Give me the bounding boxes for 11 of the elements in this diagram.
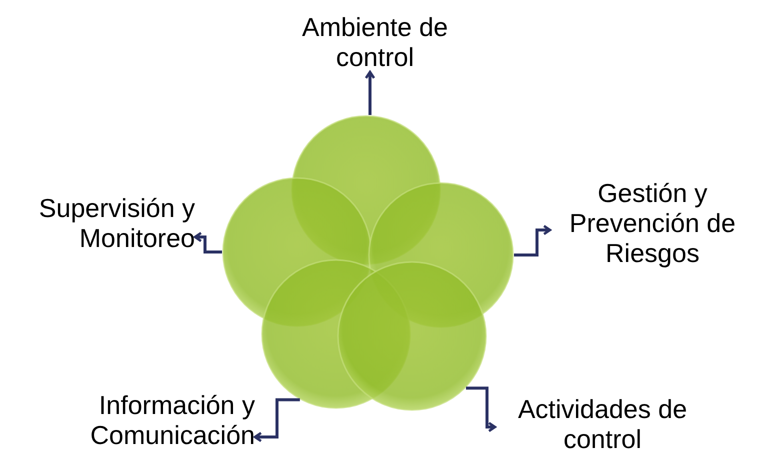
elbow-arrow	[254, 398, 300, 442]
translucent-circle	[337, 261, 487, 411]
component-label: Gestión y Prevención de Riesgos	[568, 178, 737, 268]
component-label: Ambiente de control	[301, 12, 449, 72]
elbow-arrow	[514, 224, 552, 256]
elbow-arrow	[194, 232, 222, 254]
elbow-arrow	[364, 70, 376, 115]
component-label: Actividades de control	[516, 394, 688, 454]
component-label: Información y Comunicación	[89, 390, 255, 450]
elbow-arrow	[466, 386, 496, 432]
component-label: Supervisión y Monitoreo	[38, 193, 195, 253]
